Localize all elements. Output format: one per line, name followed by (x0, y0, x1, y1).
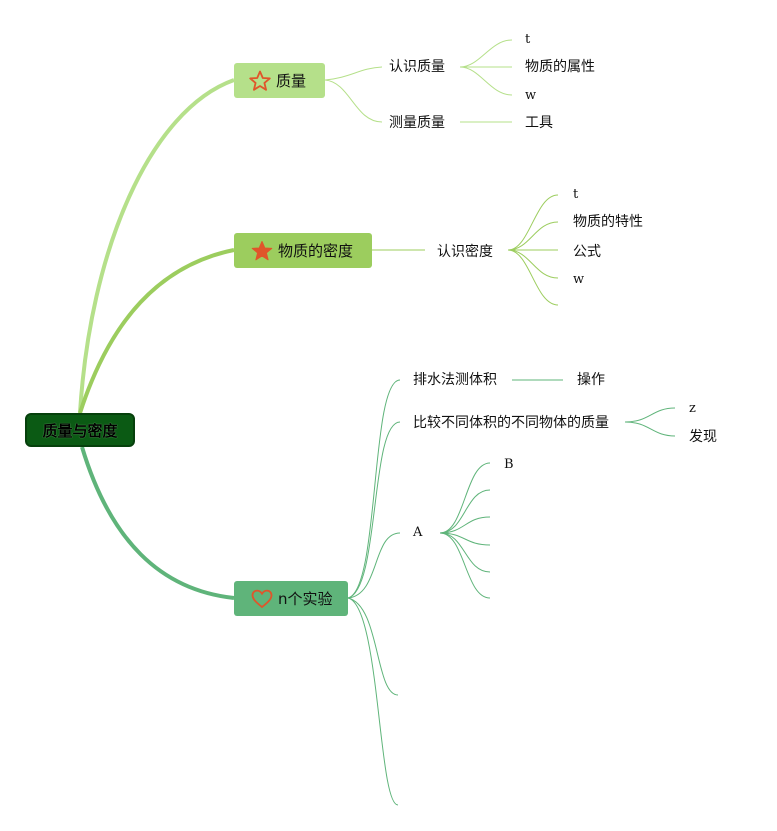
subtopic-renshi-zhiliang[interactable]: 认识质量 (389, 59, 445, 75)
star-filled-icon (250, 239, 274, 263)
link-a-empty-1 (439, 489, 491, 534)
leaf-t[interactable]: t (525, 32, 531, 47)
branch-label-2: 物质的密度 (278, 242, 354, 260)
leaf-w[interactable]: w (573, 272, 585, 287)
link-b3-paishui (347, 379, 401, 599)
link-midu-w (507, 249, 559, 279)
branch-topic-3[interactable]: n个实验 (234, 581, 348, 616)
subtopic-a[interactable]: A (413, 525, 423, 540)
leaf-wuzhi-shuxing[interactable]: 物质的属性 (525, 59, 595, 75)
link-b1-renshi (324, 66, 383, 81)
branch-topic-2[interactable]: 物质的密度 (234, 233, 372, 268)
link-midu-empty (507, 249, 559, 306)
heart-outline-icon (250, 587, 274, 611)
link-a-empty-5 (439, 532, 491, 599)
link-b1-celiang (324, 79, 383, 123)
link-a-empty-4 (439, 532, 491, 573)
leaf-wuzhi-texing[interactable]: 物质的特性 (573, 214, 643, 230)
branch-label-1: 质量 (276, 72, 307, 90)
link-b3-a (347, 532, 401, 599)
link-a-empty-2 (439, 516, 491, 534)
link-bijiao-faxian (624, 421, 676, 437)
link-b3-bijiao (347, 421, 401, 599)
link-b3-empty-1 (347, 597, 399, 696)
branch-label-3: n个实验 (278, 590, 333, 608)
link-root-branch-3 (80, 446, 235, 600)
leaf-w[interactable]: w (525, 88, 537, 103)
leaf-gongju[interactable]: 工具 (525, 115, 553, 131)
subtopic-celiang-zhiliang[interactable]: 测量质量 (389, 115, 445, 131)
subtopic-paishuifa[interactable]: 排水法测体积 (413, 372, 497, 388)
link-renshi-t (459, 39, 513, 68)
leaf-z[interactable]: z (689, 401, 696, 416)
link-bijiao-z (624, 407, 676, 423)
subtopic-bijiao[interactable]: 比较不同体积的不同物体的质量 (413, 415, 609, 431)
link-root-branch-2 (78, 248, 235, 414)
link-midu-t (507, 194, 559, 251)
leaf-faxian[interactable]: 发现 (689, 429, 717, 445)
leaf-b[interactable]: B (504, 457, 514, 472)
subtopic-renshi-midu[interactable]: 认识密度 (437, 244, 493, 260)
link-a-b (439, 462, 491, 534)
branch-topic-1[interactable]: 质量 (234, 63, 325, 98)
leaf-gongshi[interactable]: 公式 (573, 244, 601, 260)
star-outline-icon (248, 69, 272, 93)
link-b3-empty-2 (347, 597, 399, 806)
link-midu-texing (507, 221, 559, 251)
link-root-branch-1 (78, 78, 235, 414)
leaf-t[interactable]: t (573, 187, 579, 202)
root-topic[interactable]: 质量与密度 (25, 413, 135, 447)
leaf-caozuo[interactable]: 操作 (577, 372, 605, 388)
root-label: 质量与密度 (42, 421, 118, 440)
link-renshi-w (459, 66, 513, 96)
